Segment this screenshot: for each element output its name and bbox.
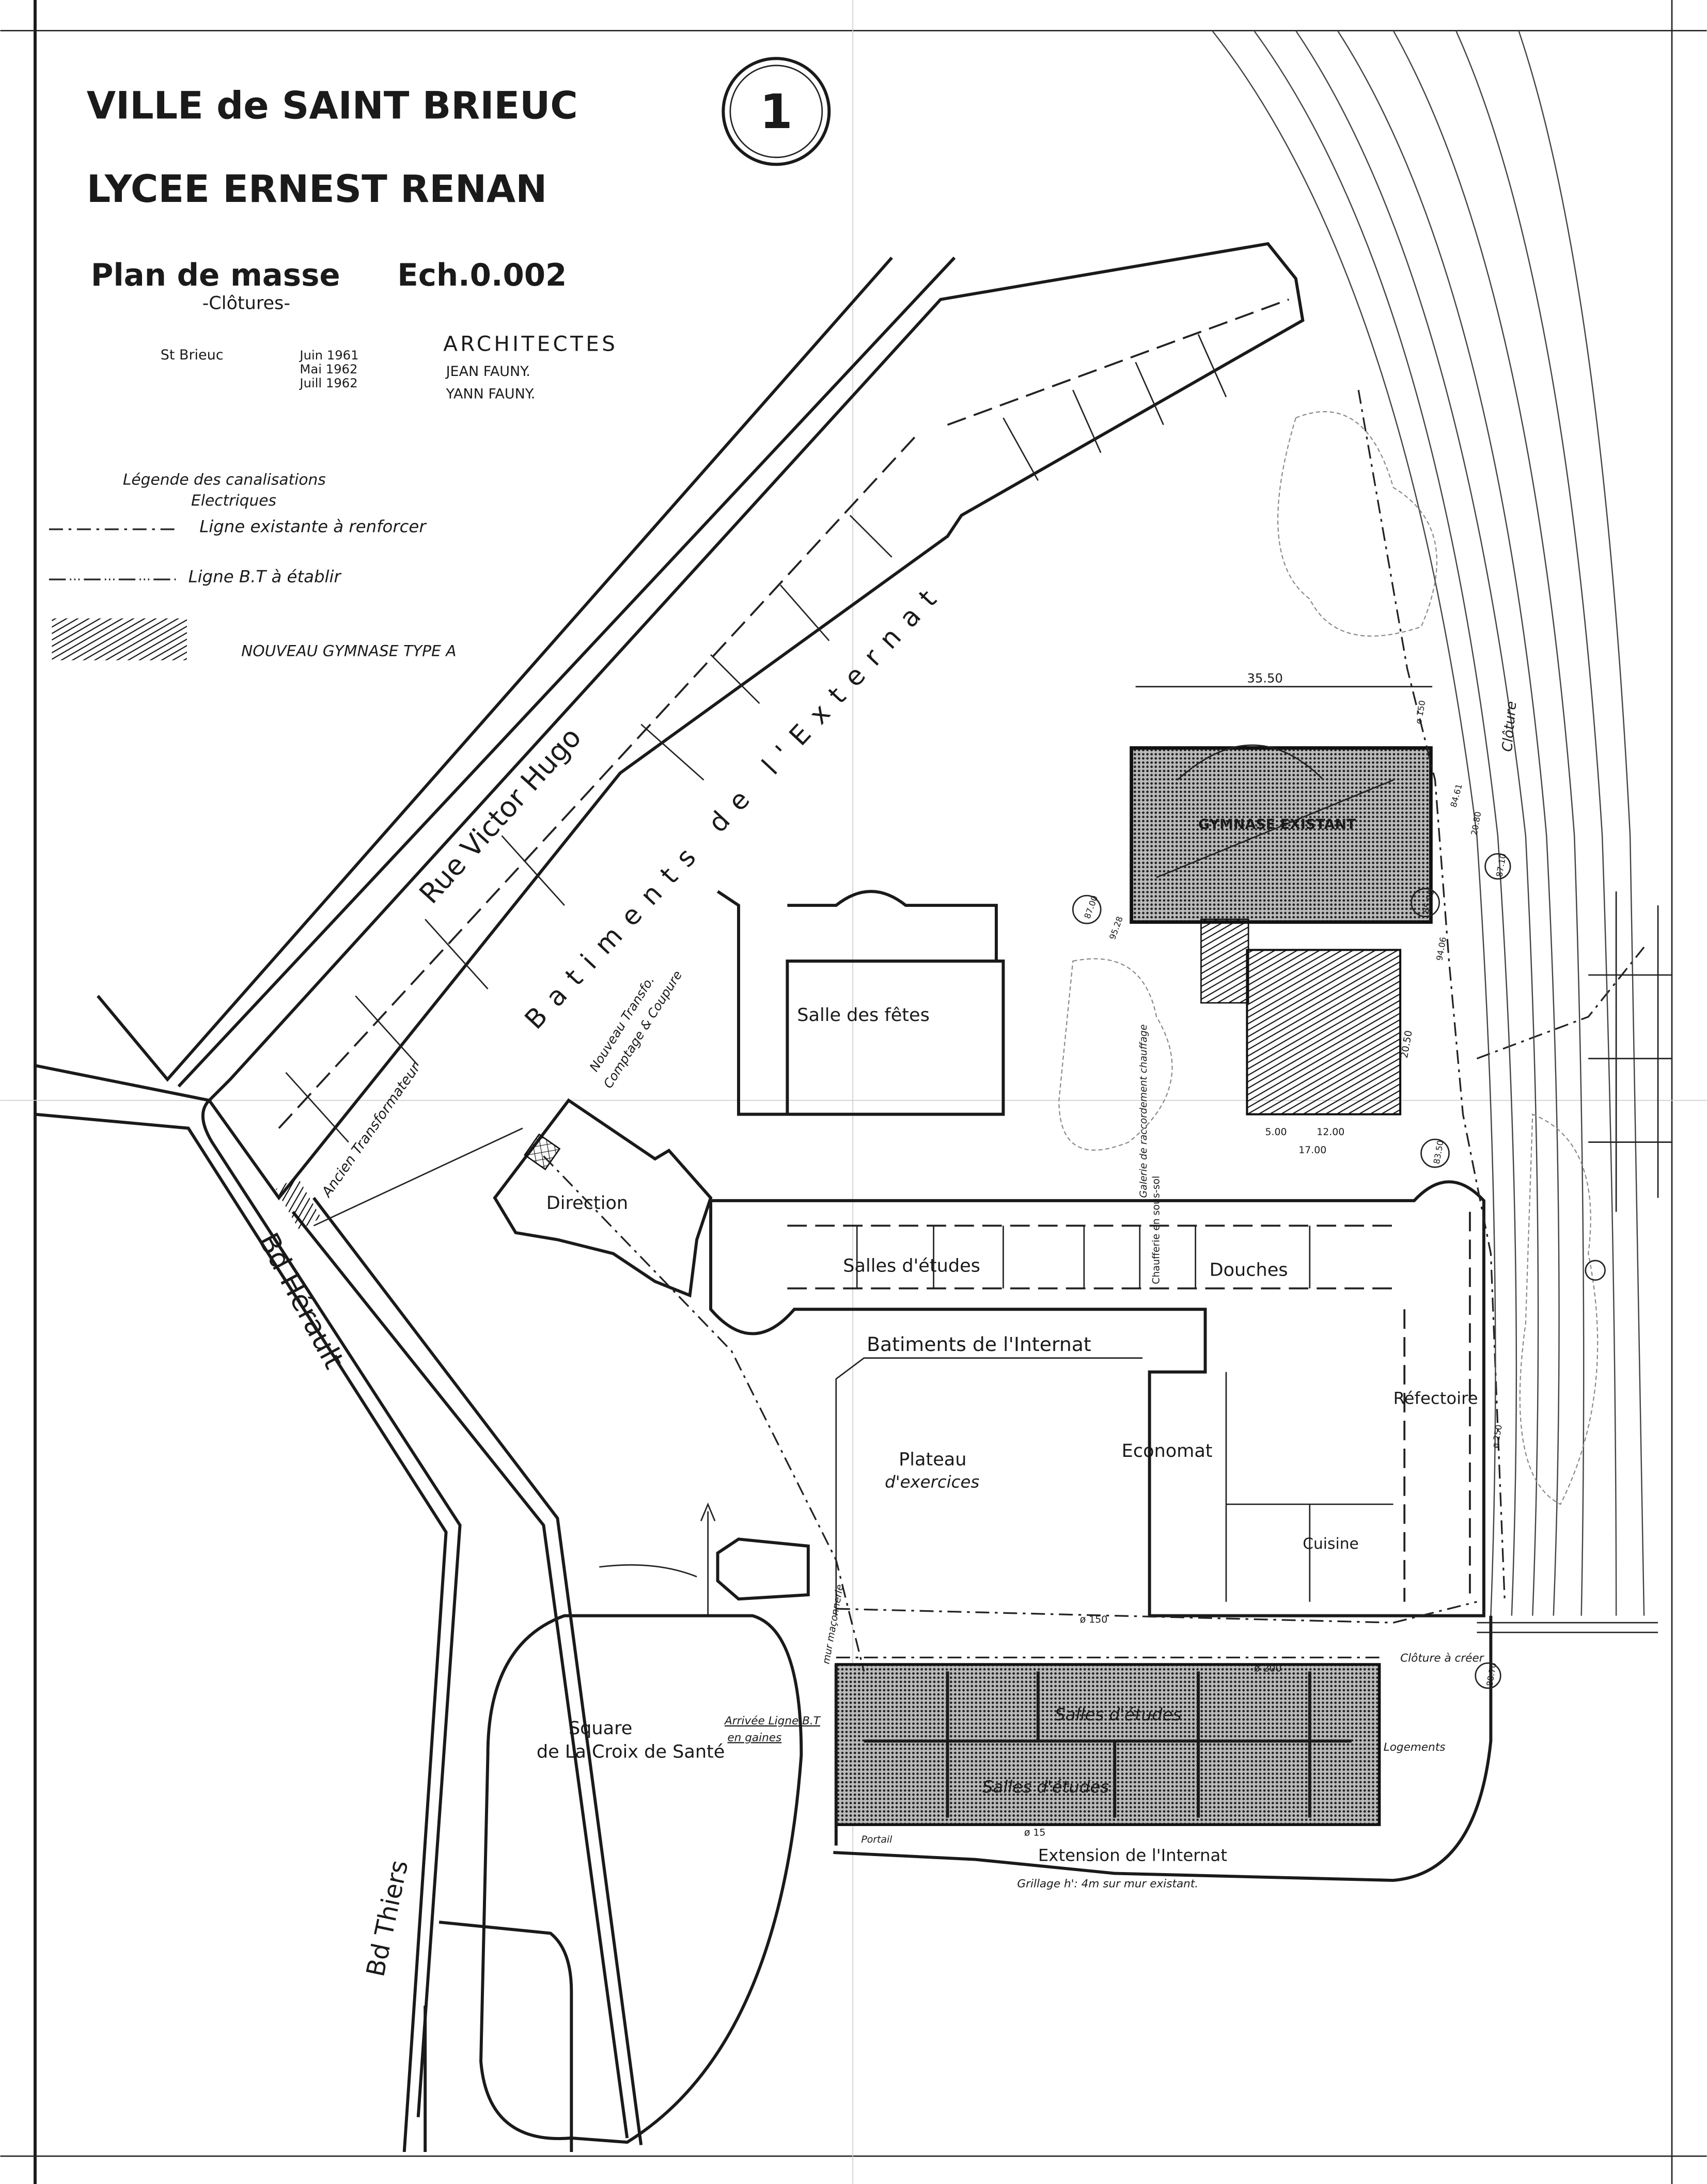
salles-etudes-label: Salles d'études <box>843 1255 980 1276</box>
architect-2: YANN FAUNY. <box>446 386 536 402</box>
legend-hatch-swatch <box>52 618 187 661</box>
title-block: VILLE de SAINT BRIEUC LYCEE ERNEST RENAN… <box>87 57 831 402</box>
gymnase-existant: GYMNASE EXISTANT 35.50 <box>1130 671 1433 924</box>
salle-fetes-label: Salle des fêtes <box>797 1004 930 1026</box>
level-87-00: 87.00 <box>1083 894 1100 920</box>
nouveau-gymnase: 5.00 12.00 17.00 20.50 <box>1200 918 1415 1156</box>
street-herault: Bd Hérault <box>252 1228 351 1374</box>
school-title: LYCEE ERNEST RENAN <box>87 167 547 211</box>
economat-label: Economat <box>1122 1440 1213 1462</box>
dim-35-50: 35.50 <box>1247 671 1282 686</box>
externat-label: Batiments de l'Externat <box>519 575 951 1035</box>
architects-label: ARCHITECTES <box>443 332 618 356</box>
new-salles-etudes-label-2: Salles d'études <box>982 1777 1109 1797</box>
street-victor-hugo: Rue Victor Hugo <box>413 721 587 910</box>
refectoire-label: Réfectoire <box>1393 1389 1478 1408</box>
plan-title: Plan de masse <box>91 257 340 293</box>
extension-label: Extension de l'Internat <box>1038 1845 1227 1865</box>
arrivee-label-2: en gaines <box>727 1731 781 1744</box>
dim-20-80: 20.80 <box>1469 811 1483 836</box>
terrain-contours: Clôture <box>1058 30 1672 1633</box>
old-transformer-mark <box>275 1176 321 1231</box>
level-88-70: 88.70 <box>1484 1662 1498 1687</box>
gymnase-existant-label: GYMNASE EXISTANT <box>1198 816 1356 832</box>
plateau-label-1: Plateau <box>899 1449 966 1470</box>
legend-subheading: Electriques <box>191 491 276 509</box>
architect-1: JEAN FAUNY. <box>445 364 530 380</box>
arrivee-label-1: Arrivée Ligne B.T <box>724 1715 821 1727</box>
scale-label: Ech.0.002 <box>397 257 567 293</box>
level-95-28: 95.28 <box>1107 915 1125 941</box>
douches-label: Douches <box>1210 1260 1288 1281</box>
chaufferie-label: Chaufferie en sous-sol <box>1151 1176 1162 1284</box>
square-label-1: Square <box>569 1718 632 1739</box>
legend-label-gymnase: NOUVEAU GYMNASE TYPE A <box>241 641 456 659</box>
cloture-creer-label: Clôture à créer <box>1400 1652 1484 1665</box>
city-title: VILLE de SAINT BRIEUC <box>87 84 578 128</box>
pavilion <box>599 1502 810 1616</box>
new-transformer-mark <box>524 1133 561 1171</box>
level-84-61: 84.61 <box>1448 783 1464 809</box>
direction-label: Direction <box>546 1192 628 1214</box>
square-croix-sante: Square de La Croix de Santé Arrivée Lign… <box>479 1614 821 2144</box>
galerie-label: Galerie de raccordement chauffage <box>1138 1024 1149 1198</box>
level-87-10: 87.10 <box>1494 853 1508 878</box>
dim-5-00: 5.00 <box>1265 1126 1287 1138</box>
legend-heading: Légende des canalisations <box>123 470 326 489</box>
streets: Rue Victor Hugo Bd Hérault Bd Thiers <box>35 256 956 2152</box>
new-salles-etudes-label-1: Salles d'études <box>1055 1705 1181 1724</box>
legend-label-existing: Ligne existante à renforcer <box>199 516 427 536</box>
sheet-number-circle <box>722 57 831 166</box>
date-3: Juill 1962 <box>299 375 357 390</box>
plateau-label-2: d'exercices <box>885 1472 979 1491</box>
electrical-lines <box>543 389 1645 1672</box>
date-1: Juin 1961 <box>299 348 358 363</box>
mur-label: mur maçonnerie <box>821 1583 846 1664</box>
extension-internat: Salles d'études Salles d'études Logement… <box>821 1583 1493 1891</box>
legend: Légende des canalisations Electriques Li… <box>49 470 457 661</box>
internat-label: Batiments de l'Internat <box>867 1333 1091 1356</box>
internat-buildings: Salles d'études Chaufferie en sous-sol D… <box>709 1024 1485 1617</box>
plan-subtitle: -Clôtures- <box>202 293 290 314</box>
salle-des-fetes: Salle des fêtes <box>716 890 1005 1116</box>
cuisine-label: Cuisine <box>1303 1534 1358 1552</box>
level-94-06: 94.06 <box>1434 936 1448 962</box>
pipe-15: ø 15 <box>1024 1827 1046 1839</box>
street-thiers: Bd Thiers <box>361 1858 414 1979</box>
date-2: Mai 1962 <box>300 362 357 376</box>
legend-label-bt: Ligne B.T à établir <box>189 567 342 586</box>
pipe-150-b: ø 150 <box>1080 1614 1108 1625</box>
pipe-200: ø 200 <box>1254 1662 1282 1674</box>
grillage-label: Grillage h': 4m sur mur existant. <box>1017 1878 1198 1891</box>
dim-17-00: 17.00 <box>1298 1144 1326 1156</box>
cloture-label: Clôture <box>1499 701 1520 753</box>
pipe-250: ø 250 <box>1490 1424 1504 1449</box>
level-83-50: 83.50 <box>1432 1140 1446 1165</box>
logements-label: Logements <box>1384 1741 1446 1754</box>
portail-label: Portail <box>861 1834 892 1845</box>
dim-12-00: 12.00 <box>1317 1126 1344 1138</box>
place-label: St Brieuc <box>161 347 224 363</box>
sheet-number: 1 <box>760 84 793 139</box>
square-label-2: de La Croix de Santé <box>537 1741 725 1763</box>
